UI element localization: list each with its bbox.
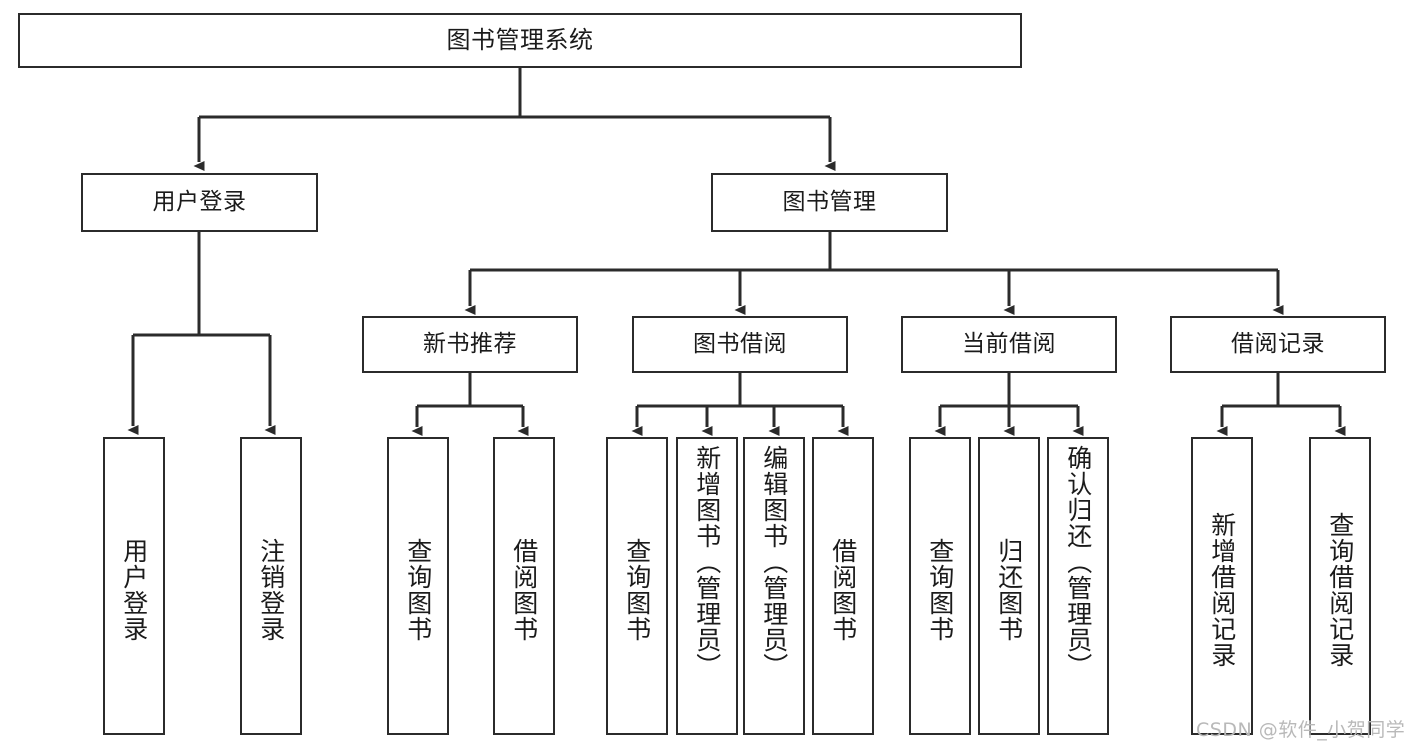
node-root[interactable]: 图书管理系统 (18, 13, 1022, 68)
leaf-query-book-2-label: 查询图书 (622, 538, 652, 642)
leaf-edit-book-label: 编辑图书（管理员） (759, 445, 789, 679)
leaf-add-record-label: 新增借阅记录 (1207, 512, 1237, 668)
node-current-borrow-label: 当前借阅 (962, 330, 1056, 357)
leaf-user-login[interactable]: 用户登录 (103, 437, 165, 735)
leaf-query-book-1[interactable]: 查询图书 (387, 437, 449, 735)
leaf-query-book-3[interactable]: 查询图书 (909, 437, 971, 735)
node-user-login-label: 用户登录 (152, 188, 247, 215)
leaf-return-book-label: 归还图书 (994, 538, 1024, 642)
node-user-login[interactable]: 用户登录 (81, 173, 318, 232)
leaf-confirm-return[interactable]: 确认归还（管理员） (1047, 437, 1109, 735)
leaf-borrow-book-1-label: 借阅图书 (509, 538, 539, 642)
leaf-return-book[interactable]: 归还图书 (978, 437, 1040, 735)
leaf-query-record-label: 查询借阅记录 (1325, 512, 1355, 668)
leaf-query-book-1-label: 查询图书 (403, 538, 433, 642)
node-borrow-record-label: 借阅记录 (1231, 330, 1325, 357)
leaf-query-record[interactable]: 查询借阅记录 (1309, 437, 1371, 735)
node-new-book-recommend-label: 新书推荐 (423, 330, 517, 357)
leaf-borrow-book-1[interactable]: 借阅图书 (493, 437, 555, 735)
leaf-query-book-3-label: 查询图书 (925, 538, 955, 642)
leaf-user-logout[interactable]: 注销登录 (240, 437, 302, 735)
node-book-borrow-label: 图书借阅 (693, 330, 787, 357)
leaf-user-login-label: 用户登录 (119, 538, 149, 642)
leaf-add-book[interactable]: 新增图书（管理员） (676, 437, 738, 735)
leaf-edit-book[interactable]: 编辑图书（管理员） (743, 437, 805, 735)
node-book-management-label: 图书管理 (782, 188, 877, 215)
node-borrow-record[interactable]: 借阅记录 (1170, 316, 1386, 373)
csdn-watermark: CSDN @软件_小贺同学 (1196, 719, 1405, 741)
leaf-add-book-label: 新增图书（管理员） (692, 445, 722, 679)
leaf-query-book-2[interactable]: 查询图书 (606, 437, 668, 735)
leaf-borrow-book-2-label: 借阅图书 (828, 538, 858, 642)
leaf-add-record[interactable]: 新增借阅记录 (1191, 437, 1253, 735)
node-book-borrow[interactable]: 图书借阅 (632, 316, 848, 373)
leaf-user-logout-label: 注销登录 (256, 538, 286, 642)
node-current-borrow[interactable]: 当前借阅 (901, 316, 1117, 373)
leaf-borrow-book-2[interactable]: 借阅图书 (812, 437, 874, 735)
leaf-confirm-return-label: 确认归还（管理员） (1063, 445, 1093, 679)
node-new-book-recommend[interactable]: 新书推荐 (362, 316, 578, 373)
node-root-label: 图书管理系统 (446, 26, 594, 55)
node-book-management[interactable]: 图书管理 (711, 173, 948, 232)
